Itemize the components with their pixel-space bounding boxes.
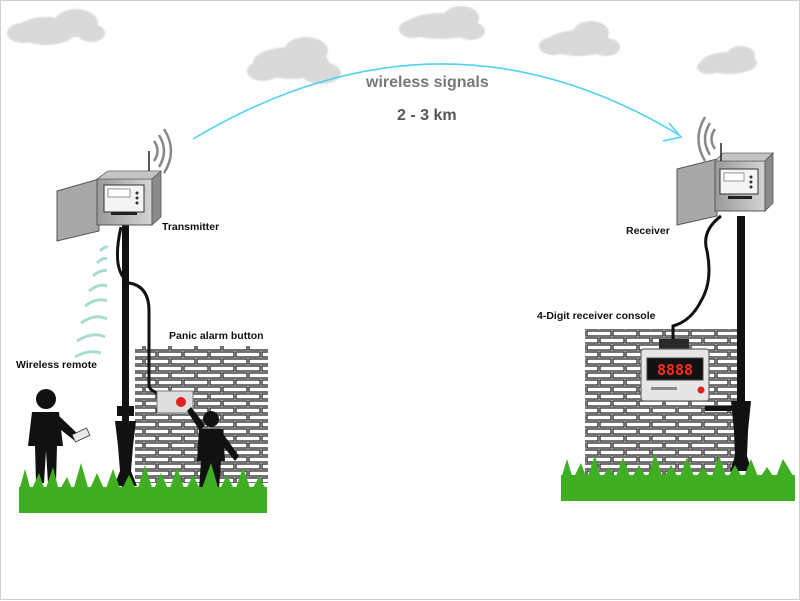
receiver-console: 8888 (640, 339, 710, 402)
label-transmitter: Transmitter (162, 221, 220, 233)
cloud-3 (399, 6, 485, 40)
label-receiver-console: 4-Digit receiver console (537, 310, 656, 322)
cloud-4 (539, 21, 620, 56)
label-receiver: Receiver (626, 225, 670, 237)
label-wireless-remote: Wireless remote (16, 359, 98, 371)
receiver-signal-icon (697, 116, 717, 162)
transmitter-cable (115, 226, 164, 395)
signal-range: 2 - 3 km (397, 107, 457, 124)
signal-arc (192, 63, 680, 140)
grass-right (561, 453, 795, 501)
remote-device-icon (71, 427, 91, 443)
label-panic-alarm-button: Panic alarm button (169, 330, 264, 342)
cloud-5 (697, 46, 757, 74)
receiver-pole (705, 216, 752, 471)
panic-alarm-box (156, 390, 194, 414)
receiver-box (676, 143, 774, 226)
person-with-remote (28, 389, 79, 483)
person-pressing-button (187, 407, 239, 489)
console-display-digits: 8888 (657, 361, 693, 379)
arrow-head (662, 122, 683, 142)
transmitter-box (56, 151, 163, 242)
receiver-cable (671, 214, 722, 341)
cloud-1 (7, 9, 105, 45)
remote-signal-waves (74, 245, 109, 359)
transmitter-pole (114, 223, 137, 488)
cloud-2 (247, 37, 341, 84)
transmitter-signal-icon (152, 128, 173, 174)
signal-title: wireless signals (366, 74, 489, 91)
grass-left (19, 463, 267, 513)
